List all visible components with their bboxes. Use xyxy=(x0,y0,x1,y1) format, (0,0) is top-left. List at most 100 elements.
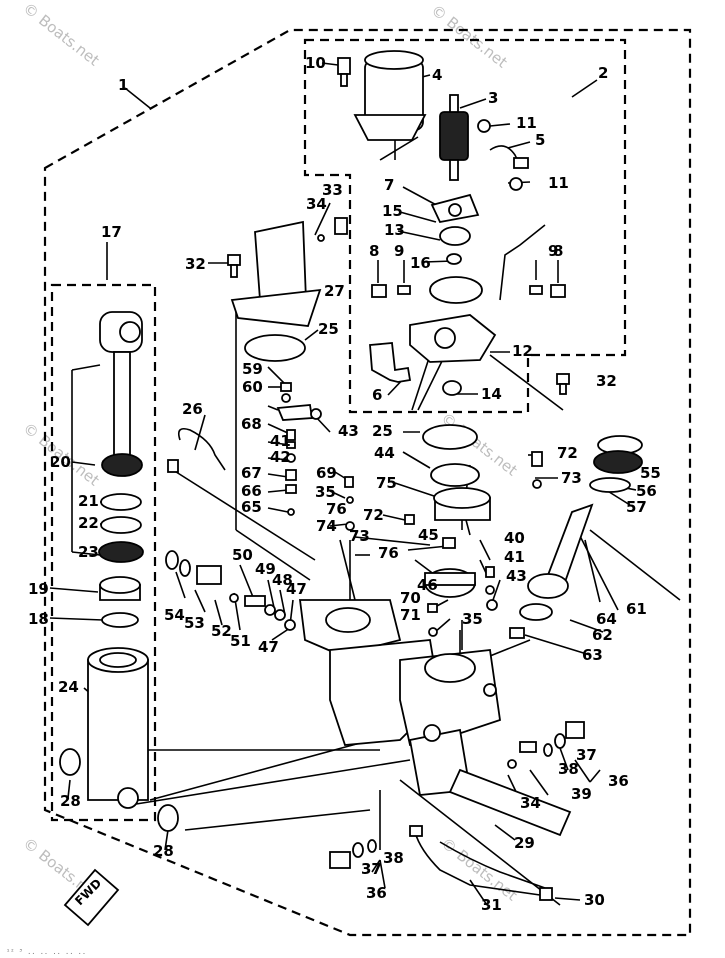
seal-23 xyxy=(98,541,144,563)
brush-8-left xyxy=(371,284,387,298)
bushing-16 xyxy=(446,253,462,265)
part-label-73: 73 xyxy=(561,469,582,487)
shaft-29 xyxy=(448,768,572,837)
pipe-30 xyxy=(439,841,546,889)
valve-36-left xyxy=(329,851,351,869)
part-label-3: 3 xyxy=(488,89,498,107)
pipe-fitting-31 xyxy=(409,825,423,837)
reservoir-27 xyxy=(230,220,322,327)
part-label-35: 35 xyxy=(462,610,483,628)
part-label-18: 18 xyxy=(28,610,49,628)
part-label-14: 14 xyxy=(481,385,502,403)
spring-9-right xyxy=(529,285,543,295)
part-label-45: 45 xyxy=(418,526,439,544)
screw-43-top xyxy=(310,408,322,420)
part-label-17: 17 xyxy=(101,223,122,241)
valve-67 xyxy=(285,469,297,481)
screw-43-right xyxy=(486,599,498,611)
bolt-32-left xyxy=(227,254,241,278)
part-label-34: 34 xyxy=(306,195,327,213)
ring-75-top xyxy=(433,487,491,509)
seal-48 xyxy=(274,609,286,621)
part-label-25: 25 xyxy=(318,320,339,338)
part-label-46: 46 xyxy=(417,576,438,594)
part-label-21: 21 xyxy=(78,492,99,510)
spring-9-left xyxy=(397,285,411,295)
valve-63 xyxy=(509,627,525,639)
gasket-25-upper xyxy=(244,334,306,362)
part-label-35: 35 xyxy=(315,483,336,501)
part-label-54: 54 xyxy=(164,606,185,624)
dust-seal-56 xyxy=(593,450,643,474)
ball-34-bottom xyxy=(507,759,517,769)
o-ring-38-left xyxy=(367,839,377,853)
tilt-rod-20 xyxy=(113,351,131,463)
plug-72-left xyxy=(404,514,415,525)
part-label-76: 76 xyxy=(378,544,399,562)
gland-19-top xyxy=(99,576,141,594)
part-label-34: 34 xyxy=(520,794,541,812)
bolt-59 xyxy=(280,382,292,392)
part-label-25: 25 xyxy=(372,422,393,440)
part-label-20: 20 xyxy=(50,453,71,471)
tilt-cylinder-boundary xyxy=(50,283,157,822)
bushing-28-right xyxy=(157,804,179,832)
bolt-69 xyxy=(344,476,354,488)
part-label-41: 41 xyxy=(504,548,525,566)
part-label-52: 52 xyxy=(211,622,232,640)
part-label-28: 28 xyxy=(60,792,81,810)
lead-wire xyxy=(499,224,546,301)
piston-46-body xyxy=(424,572,476,586)
part-label-57: 57 xyxy=(626,498,647,516)
part-label-67: 67 xyxy=(241,464,262,482)
assembly-boundaries xyxy=(43,28,692,937)
part-label-63: 63 xyxy=(582,646,603,664)
part-label-38: 38 xyxy=(558,760,579,778)
o-ring-54 xyxy=(165,550,179,570)
washer-60 xyxy=(281,393,291,403)
screw-11-lower xyxy=(509,177,523,191)
hose-26 xyxy=(177,427,226,471)
ring-22 xyxy=(100,516,142,534)
part-label-53: 53 xyxy=(184,614,205,632)
bolt-32-right xyxy=(556,373,570,395)
part-label-24: 24 xyxy=(58,678,79,696)
ball-35 xyxy=(346,496,354,504)
part-label-73: 73 xyxy=(349,527,370,545)
o-ring-53 xyxy=(179,559,191,577)
part-label-12: 12 xyxy=(512,342,533,360)
part-label-15: 15 xyxy=(382,202,403,220)
o-ring-37-left xyxy=(352,842,364,858)
part-label-50: 50 xyxy=(232,546,253,564)
part-label-69: 69 xyxy=(316,464,337,482)
motor-yoke xyxy=(353,50,427,141)
valve-39 xyxy=(519,741,537,753)
part-label-68: 68 xyxy=(241,415,262,433)
part-label-2: 2 xyxy=(598,64,608,82)
part-label-41: 41 xyxy=(270,432,291,450)
pump-housing xyxy=(298,599,501,796)
part-label-47: 47 xyxy=(258,638,279,656)
part-label-9: 9 xyxy=(548,242,558,260)
cap-33 xyxy=(334,217,348,235)
part-label-61: 61 xyxy=(626,600,647,618)
part-label-64: 64 xyxy=(596,610,617,628)
part-label-10: 10 xyxy=(305,54,326,72)
valve-45 xyxy=(442,537,456,549)
o-ring-57 xyxy=(589,477,631,493)
part-label-55: 55 xyxy=(640,464,661,482)
part-label-44: 44 xyxy=(374,444,395,462)
armature xyxy=(439,94,469,181)
part-label-9: 9 xyxy=(394,242,404,260)
parts xyxy=(59,50,643,927)
o-ring-motor xyxy=(429,276,483,304)
part-label-37: 37 xyxy=(361,860,382,878)
o-ring-74 xyxy=(345,521,355,531)
o-ring-47 xyxy=(284,619,296,631)
brush-holder xyxy=(409,314,497,363)
o-ring-37-right xyxy=(554,733,566,749)
ball-41-right xyxy=(485,585,495,595)
part-label-65: 65 xyxy=(241,498,262,516)
part-label-16: 16 xyxy=(410,254,431,272)
